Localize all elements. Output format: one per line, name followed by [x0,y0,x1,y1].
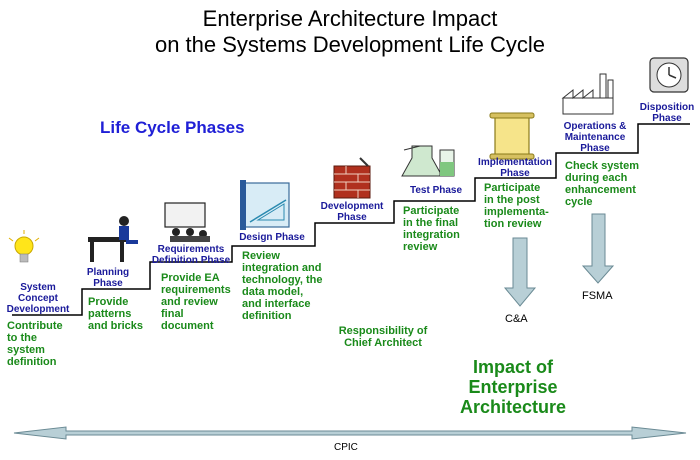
description-line: tion review [484,218,542,230]
description-line: in the post [484,194,540,206]
phase-description-test: Participate in the final integration rev… [403,205,460,253]
description-line: patterns [88,308,132,320]
description-line: Check system [565,160,639,172]
impact-line: Impact of [472,357,553,377]
description-line: integration and [242,262,322,274]
phase-label-planning: Planning Phase [82,267,134,289]
phase-label-operations: Operations & Maintenance Phase [554,121,636,154]
fsma-label: FSMA [582,290,613,302]
lab-flask-icon [401,145,455,177]
phase-label-line: Planning [86,267,130,278]
description-line: data model, [242,286,304,298]
phase-description-design: Review integration and technology, the d… [242,250,322,322]
description-line: Participate [484,182,541,194]
phase-label-implementation: Implementation Phase [474,157,556,179]
phase-description-system-concept: Contribute to the system definition [7,320,63,368]
phase-label-line: Disposition [639,102,695,113]
description-line: in the final [403,217,458,229]
scroll-document-icon [489,112,535,160]
impact-line: Enterprise [468,377,558,397]
phase-label-line: Test Phase [409,185,463,196]
phase-label-line: Design Phase [239,232,305,243]
description-line: Contribute [7,320,63,332]
description-line: implementa- [484,206,549,218]
phase-description-requirements: Provide EA requirements and review final… [161,272,231,332]
description-line: and interface [242,298,311,310]
desk-worker-icon [88,216,138,262]
phase-description-operations: Check system during each enhancement cyc… [565,160,639,208]
cpic-label: CPIC [334,442,358,453]
cpic-double-arrow [13,426,687,440]
description-line: enhancement [565,184,636,196]
phase-label-line: Concept [18,293,58,304]
description-line: and bricks [88,320,144,332]
description-line: Provide [88,296,129,308]
description-line: to the [7,332,37,344]
meeting-icon [164,202,210,242]
description-line: Provide EA [161,272,220,284]
phase-description-planning: Provide patterns and bricks [88,296,143,332]
description-line: technology, the [242,274,323,286]
ca-label: C&A [505,313,528,325]
blueprint-icon [240,180,290,230]
responsibility-line: Chief Architect [344,337,422,349]
phase-label-line: Development [320,201,384,212]
phase-label-requirements: Requirements Definition Phase [150,244,232,266]
phase-label-line: Requirements [157,244,225,255]
phase-label-line: Phase [500,168,530,179]
description-line: integration [403,229,460,241]
description-line: system [7,344,45,356]
clock-disposal-icon [649,57,689,93]
phase-label-line: Development [6,304,70,315]
phase-label-line: Phase [652,113,682,124]
phase-description-implementation: Participate in the post implementa- tion… [484,182,549,230]
phase-label-line: Maintenance [564,132,626,143]
phase-label-design: Design Phase [234,232,310,243]
phase-label-line: System [20,282,56,293]
phase-label-line: Phase [337,212,367,223]
factory-icon [561,73,614,115]
title-line-2: on the Systems Development Life Cycle [154,32,546,57]
phase-label-line: Implementation [478,157,552,168]
responsibility-note: Responsibility of Chief Architect [318,325,448,349]
brick-wall-icon [333,157,371,199]
description-line: definition [7,356,57,368]
phase-label-line: Phase [93,278,123,289]
staircase-line [12,123,690,316]
description-line: cycle [565,196,593,208]
phase-label-line: Phase [580,143,610,154]
phase-label-disposition: Disposition Phase [634,102,700,124]
life-cycle-heading: Life Cycle Phases [100,118,245,137]
description-line: document [161,320,214,332]
responsibility-line: Responsibility of [338,325,428,337]
phase-label-line: Operations & [563,121,627,132]
ca-down-arrow [503,237,537,307]
description-line: and review [161,296,218,308]
description-line: final [161,308,184,320]
impact-heading: Impact of Enterprise Architecture [430,357,596,417]
phase-label-development: Development Phase [314,201,390,223]
lightbulb-icon [8,230,40,263]
description-line: Participate [403,205,460,217]
fsma-down-arrow [581,213,615,284]
description-line: definition [242,310,292,322]
description-line: Review [242,250,280,262]
phase-label-line: Definition Phase [151,255,231,266]
phase-label-system-concept: System Concept Development [0,282,78,315]
description-line: requirements [161,284,231,296]
title-line-1: Enterprise Architecture Impact [202,6,498,31]
description-line: during each [565,172,628,184]
description-line: review [403,241,438,253]
phase-label-test: Test Phase [400,185,472,196]
impact-line: Architecture [459,397,567,417]
